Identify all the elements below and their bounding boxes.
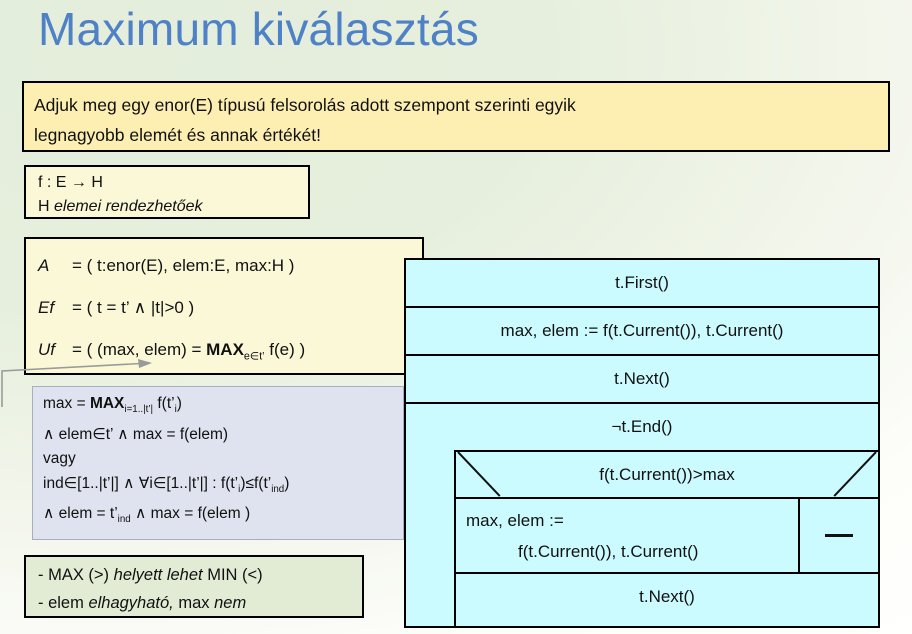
branch-true-line-1: max, elem :=: [466, 511, 564, 530]
note-l2-a: - elem: [38, 594, 89, 612]
spec-row-precondition: Ef = ( t = t’ ∧ |t|>0 ): [38, 287, 422, 329]
note-l2-italic2: nem: [214, 594, 247, 612]
callout-l5-a: ∧ elem = t’: [43, 505, 118, 523]
structogram-loop-condition: ¬t.End(): [406, 404, 878, 450]
callout-line-1: max = MAXi=1..|t’| f(t’i): [43, 392, 403, 423]
spec-body-A: = ( t:enor(E), elem:E, max:H ): [72, 256, 295, 275]
callout-line-3: vagy: [43, 450, 76, 468]
note-l1-a: - MAX (>): [38, 566, 114, 584]
spec-row-state: A = ( t:enor(E), elem:E, max:H ): [38, 245, 422, 287]
structogram-step-init: max, elem := f(t.Current()), t.Current(): [406, 308, 878, 356]
note-l1-b: MIN (<): [202, 566, 263, 584]
task-line-2: legnagyobb elemét és annak értékét!: [34, 125, 321, 145]
postcondition-detail-callout: max = MAXi=1..|t’| f(t’i) ∧ elem∈t’ ∧ ma…: [32, 386, 404, 540]
algorithm-structogram: t.First() max, elem := f(t.Current()), t…: [404, 258, 880, 628]
note-line-2: - elem elhagyható, max nem: [38, 589, 362, 617]
callout-l4-c: ): [284, 474, 290, 492]
callout-l1-pre: max =: [43, 395, 90, 412]
callout-l4-sub2: ind: [271, 483, 285, 495]
spec-max-subscript: e∈t’: [243, 350, 265, 363]
structogram-step-next: t.Next(): [406, 356, 878, 404]
branch-true-body: max, elem := f(t.Current()), t.Current(): [456, 499, 800, 572]
callout-l5-b: ∧ max = f(elem ): [130, 505, 251, 523]
branch-true-line-2: f(t.Current()), t.Current(): [518, 542, 699, 561]
callout-l1-sub2: i: [174, 404, 177, 416]
callout-l4-a: ind∈[1..|t’|] ∧ ∀i∈[1..|t’|] : f(t’: [43, 474, 239, 492]
callout-l5-sub: ind: [117, 514, 131, 526]
callout-l1-sub: i=1..|t’|: [124, 404, 154, 416]
structogram-loop-next: t.Next(): [456, 574, 878, 620]
note-l2-b: max: [173, 594, 215, 612]
page-title: Maximum kiválasztás: [38, 3, 479, 55]
callout-line-2: ∧ elem∈t’ ∧ max = f(elem): [43, 425, 229, 443]
task-statement-box: Adjuk meg egy enor(E) típusú felsorolás …: [22, 81, 890, 152]
spec-label-Uf: Uf: [38, 340, 55, 359]
structogram-branch-bodies: max, elem := f(t.Current()), t.Current(): [456, 499, 878, 574]
spec-label-A: A: [38, 256, 50, 275]
ordering-italic: elemei rendezhetőek: [54, 198, 203, 215]
note-l1-italic: helyett lehet: [113, 566, 203, 584]
note-l2-italic: elhagyható,: [88, 594, 174, 612]
spec-max-operator: MAX: [206, 340, 244, 359]
callout-l4-b: )≤f(t’: [240, 474, 272, 492]
callout-l1-end: ): [176, 395, 182, 412]
spec-row-postcondition: Uf = ( (max, elem) = MAXe∈t’ f(e) ): [38, 329, 422, 377]
callout-l4-sub1: i: [238, 483, 241, 495]
callout-l1-max: MAX: [89, 395, 125, 412]
branch-diagonals-icon: [456, 452, 878, 497]
task-line-1: Adjuk meg egy enor(E) típusú felsorolás …: [34, 95, 576, 115]
callout-l1-post: f(t’: [153, 395, 175, 412]
note-line-1: - MAX (>) helyett lehet MIN (<): [38, 561, 362, 589]
function-definition-box: f : E → H H elemei rendezhetőek: [24, 165, 310, 219]
empty-statement-icon: [825, 534, 853, 537]
spec-label-Ef: Ef: [38, 298, 55, 317]
callout-connector-arrow: [1, 359, 152, 407]
branch-condition-text: f(t.Current())>max: [599, 464, 735, 484]
function-ordering-note: H elemei rendezhetőek: [38, 195, 308, 219]
structogram-step-first: t.First(): [406, 260, 878, 308]
structogram-branch-condition: f(t.Current())>max: [456, 452, 878, 499]
spec-body-Uf-post: f(e) ): [264, 340, 306, 359]
callout-line-5: ∧ elem = t’ind ∧ max = f(elem ): [43, 502, 403, 533]
spec-body-Ef: = ( t = t’ ∧ |t|>0 ): [72, 298, 195, 317]
ordering-prefix: H: [38, 198, 54, 215]
structogram-loop-body: f(t.Current())>max max, elem := f(t.Curr…: [454, 450, 878, 626]
variant-note-box: - MAX (>) helyett lehet MIN (<) - elem e…: [24, 555, 364, 618]
specification-box: A = ( t:enor(E), elem:E, max:H ) Ef = ( t …: [24, 237, 424, 375]
spec-body-Uf-pre: = ( (max, elem) =: [72, 340, 207, 359]
function-signature: f : E → H: [38, 174, 103, 191]
callout-line-4: ind∈[1..|t’|] ∧ ∀i∈[1..|t’|] : f(t’i)≤f(…: [43, 472, 403, 503]
branch-false-body: [800, 499, 878, 572]
